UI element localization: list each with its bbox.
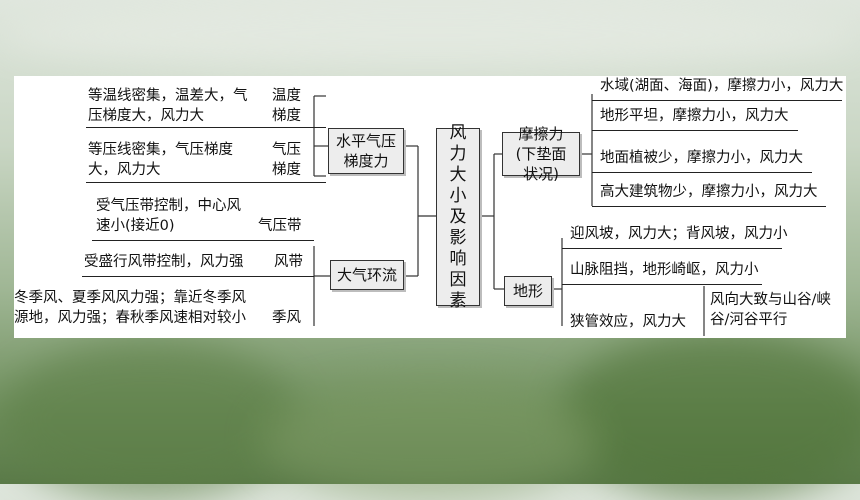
terrain-item-mountain: 山脉阻挡，地形崎岖，风力小 <box>570 262 759 278</box>
terrain-item-slope: 迎风坡，风力大；背风坡，风力小 <box>570 226 788 242</box>
pressure-gradient-tag: 气压梯度 <box>272 142 301 178</box>
background-foliage <box>260 380 600 500</box>
underline <box>92 240 314 241</box>
monsoon-text: 冬季风、夏季风风力强；靠近冬季风源地，风力强；春秋季风速相对较小 <box>14 290 246 326</box>
circulation-node: 大气环流 <box>330 260 404 290</box>
circulation-node-label: 大气环流 <box>336 266 397 284</box>
monsoon-tag: 季风 <box>272 310 301 326</box>
friction-item-vegetation: 地面植被少，摩擦力小，风力大 <box>600 150 803 166</box>
underline <box>82 276 314 277</box>
background-foliage <box>560 330 860 500</box>
friction-item-water: 水域(湖面、海面)，摩擦力小，风力大 <box>600 78 844 94</box>
underline <box>592 100 842 101</box>
background-foliage <box>0 0 860 70</box>
underline <box>562 284 762 285</box>
friction-item-buildings: 高大建筑物少，摩擦力小，风力大 <box>600 184 818 200</box>
pressure-gradient-text: 等压线密集，气压梯度大，风力大 <box>88 142 233 178</box>
wind-belt-text: 受盛行风带控制，风力强 <box>84 254 244 270</box>
friction-node: 摩擦力(下垫面状况) <box>502 125 580 183</box>
center-node-label: 风力大小及影响因素 <box>449 122 467 311</box>
underline <box>592 130 798 131</box>
center-node: 风力大小及影响因素 <box>436 123 480 311</box>
friction-item-flat: 地形平坦，摩擦力小，风力大 <box>600 108 789 124</box>
hpg-node: 水平气压梯度力 <box>328 128 404 174</box>
narrow-effect-note: 风向大致与山谷/峡谷/河谷平行 <box>710 292 831 328</box>
underline <box>562 248 782 249</box>
temp-gradient-text: 等温线密集，温差大，气压梯度大，风力大 <box>88 88 248 124</box>
narrow-effect-text: 狭管效应，风力大 <box>570 314 686 330</box>
temp-gradient-tag: 温度梯度 <box>272 88 301 124</box>
underline <box>86 127 326 128</box>
underline <box>592 172 812 173</box>
wind-belt-tag: 风带 <box>274 254 303 270</box>
connector-lines <box>313 94 705 336</box>
pressure-belt-tag: 气压带 <box>258 218 302 234</box>
terrain-node-label: 地形 <box>512 282 543 300</box>
terrain-node: 地形 <box>504 276 552 306</box>
underline <box>592 206 826 207</box>
underline <box>86 182 326 183</box>
hpg-node-label: 水平气压梯度力 <box>336 132 397 170</box>
mindmap-panel: 等温线密集，温差大，气压梯度大，风力大 温度梯度 等压线密集，气压梯度大，风力大… <box>14 76 846 338</box>
pressure-belt-text: 受气压带控制，中心风速小(接近0) <box>96 198 241 234</box>
background-foliage <box>0 340 300 500</box>
friction-node-label: 摩擦力(下垫面状况) <box>515 125 567 183</box>
